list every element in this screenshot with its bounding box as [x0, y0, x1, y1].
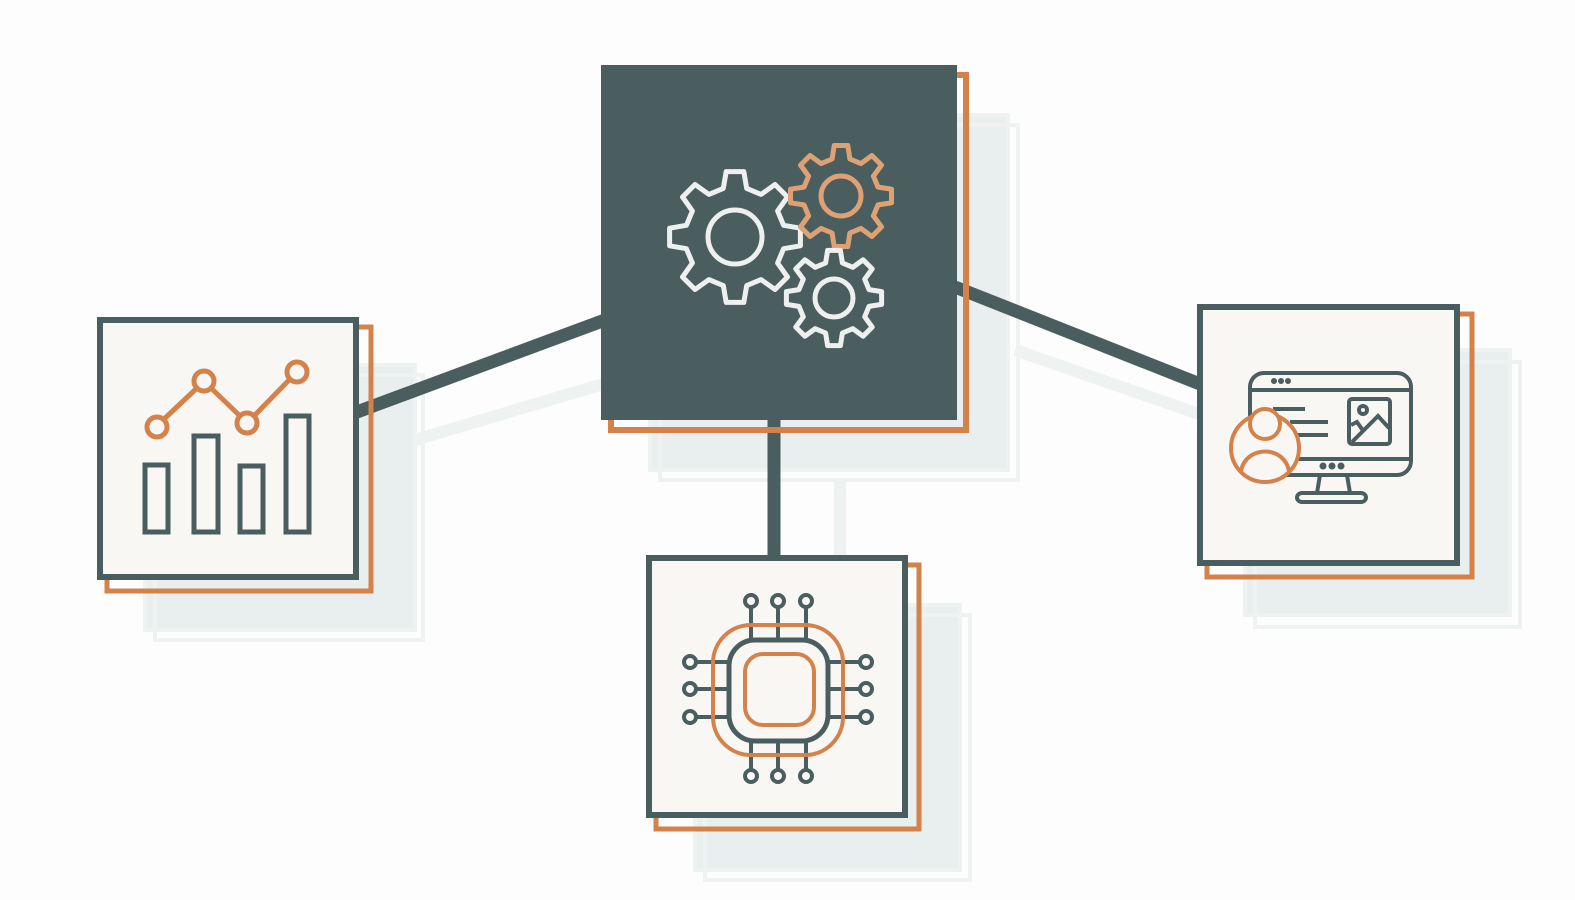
chip-pin-end: [798, 593, 814, 609]
processor-chip-icon: [682, 593, 874, 784]
center-node[interactable]: [601, 65, 969, 433]
left-node[interactable]: [97, 317, 374, 594]
chip-pin-end: [798, 768, 814, 784]
connector-left: [354, 313, 608, 419]
chip-pin-end: [682, 681, 698, 697]
right-node[interactable]: [1197, 304, 1475, 580]
center-card: [601, 65, 957, 420]
large-gear-hub: [705, 207, 765, 267]
chip-pin-end: [743, 593, 759, 609]
chip-pin-end: [770, 768, 786, 784]
connector-right: [952, 280, 1203, 391]
chip-pin-end: [858, 709, 874, 725]
connectors: [354, 280, 1203, 558]
chip-pin-end: [682, 709, 698, 725]
chip-pin-end: [770, 593, 786, 609]
chip-pin-end: [858, 654, 874, 670]
chip-pin-end: [743, 768, 759, 784]
small-gear-hub: [812, 276, 856, 320]
large-gear-icon: [667, 169, 803, 305]
left-card: [97, 317, 359, 580]
analytics-chart-icon: [142, 359, 312, 535]
bottom-node[interactable]: [646, 555, 922, 832]
orange-gear-icon: [788, 143, 894, 249]
chip-pin-end: [682, 654, 698, 670]
small-gear-icon: [783, 247, 885, 349]
chip-pin-end: [858, 681, 874, 697]
gears-icon: [667, 143, 894, 349]
orange-gear-hub: [818, 173, 864, 219]
user-monitor-icon: [1229, 371, 1413, 504]
